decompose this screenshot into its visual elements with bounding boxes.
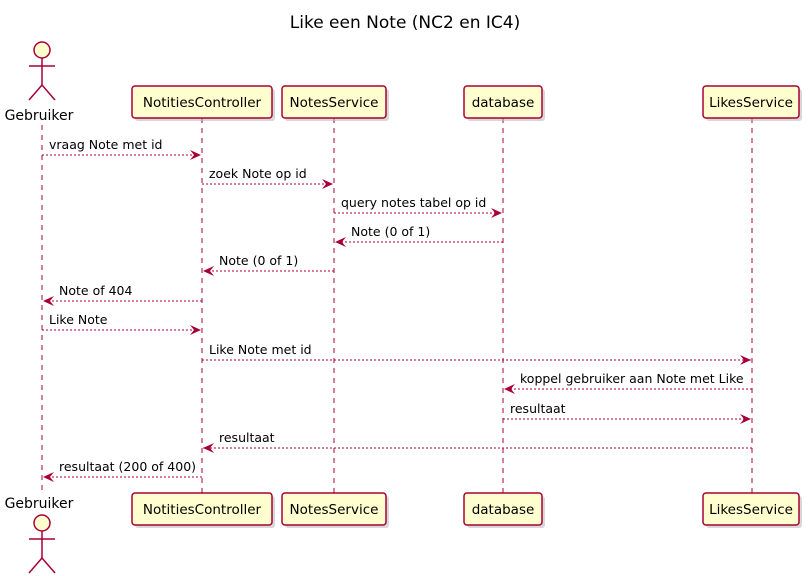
participant-nc-bottom: NotitiesController — [131, 492, 275, 528]
participant-label: LikesService — [709, 502, 793, 518]
participants-top: Gebruiker NotitiesController NotesService d… — [5, 41, 802, 124]
message-label: Like Note — [49, 312, 108, 327]
participant-box — [463, 85, 543, 119]
message-label: Note (0 of 1) — [351, 224, 430, 239]
participant-db-bottom: database — [463, 492, 545, 528]
messages: vraag Note met id zoek Note op id query no… — [42, 137, 752, 482]
participant-label: database — [472, 502, 535, 518]
actor-label: Gebruiker — [5, 496, 74, 512]
message-10: resultaat — [503, 401, 751, 424]
participant-box — [281, 492, 387, 526]
message-12: resultaat (200 of 400) — [43, 459, 202, 482]
message-4: Note (0 of 1) — [335, 224, 503, 247]
participant-box — [702, 492, 800, 526]
message-3: query notes tabel op id — [334, 195, 502, 218]
participant-ns-top: NotesService — [281, 85, 389, 121]
message-label: resultaat — [219, 430, 275, 445]
participant-label: database — [472, 95, 535, 111]
participant-label: NotesService — [290, 95, 379, 111]
actor-gebruiker-top: Gebruiker — [5, 41, 74, 124]
actor-legs — [28, 556, 56, 574]
participant-box — [131, 492, 273, 526]
diagram-title: Like een Note (NC2 en IC4) — [290, 13, 520, 33]
message-9: koppel gebruiker aan Note met Like — [504, 371, 752, 394]
participant-nc-top: NotitiesController — [131, 85, 275, 121]
actor-head — [33, 41, 51, 59]
message-label: Like Note met id — [209, 342, 312, 357]
participant-label: NotitiesController — [143, 95, 262, 111]
participant-label: NotitiesController — [143, 502, 262, 518]
participant-label: LikesService — [709, 95, 793, 111]
message-5: Note (0 of 1) — [203, 253, 334, 276]
participant-box — [131, 85, 273, 119]
participant-box — [463, 492, 543, 526]
participant-box — [702, 85, 800, 119]
message-label: koppel gebruiker aan Note met Like — [520, 371, 744, 386]
message-2: zoek Note op id — [202, 166, 333, 189]
message-7: Like Note — [42, 312, 201, 335]
participant-box — [281, 85, 387, 119]
actor-legs — [28, 83, 56, 101]
message-label: query notes tabel op id — [341, 195, 486, 210]
message-label: Note (0 of 1) — [219, 253, 298, 268]
message-label: Note of 404 — [59, 283, 132, 298]
message-label: resultaat (200 of 400) — [59, 459, 196, 474]
message-label: vraag Note met id — [49, 137, 162, 152]
participant-label: NotesService — [290, 502, 379, 518]
participants-bottom: Gebruiker NotitiesController NotesService d… — [5, 492, 802, 574]
lifelines — [41, 118, 753, 493]
participant-ns-bottom: NotesService — [281, 492, 389, 528]
actor-gebruiker-bottom: Gebruiker — [5, 496, 74, 574]
message-8: Like Note met id — [202, 342, 751, 365]
message-1: vraag Note met id — [42, 137, 201, 160]
message-6: Note of 404 — [43, 283, 202, 306]
message-11: resultaat — [203, 430, 752, 453]
actor-head — [33, 514, 51, 532]
actor-label: Gebruiker — [5, 108, 74, 124]
message-label: resultaat — [510, 401, 566, 416]
participant-db-top: database — [463, 85, 545, 121]
participant-ls-bottom: LikesService — [702, 492, 802, 528]
participant-ls-top: LikesService — [702, 85, 802, 121]
message-label: zoek Note op id — [209, 166, 307, 181]
